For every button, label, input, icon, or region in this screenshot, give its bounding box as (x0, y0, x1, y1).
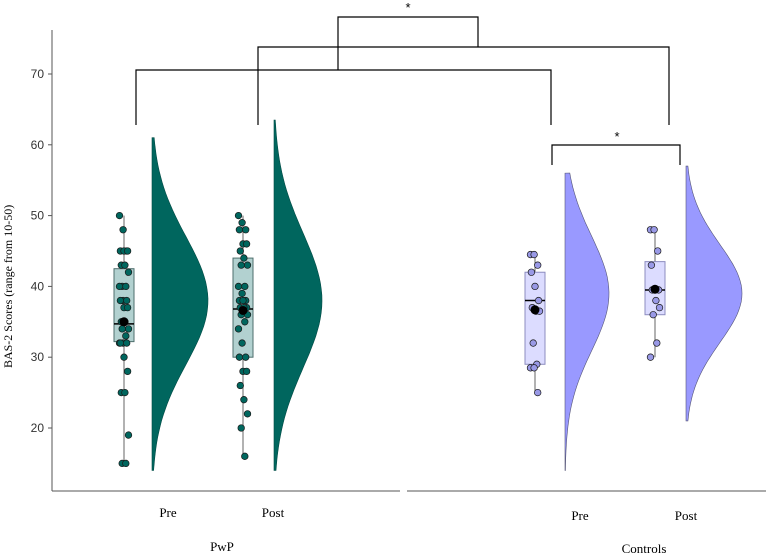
significance-brackets: ** (135, 0, 681, 165)
data-point (241, 318, 249, 326)
data-point (655, 303, 664, 312)
bracket-top (337, 16, 479, 70)
data-point (124, 325, 133, 333)
data-point (236, 247, 244, 255)
data-point (530, 364, 538, 372)
x-category-label: Post (675, 508, 698, 523)
data-point (123, 367, 132, 376)
data-point (122, 282, 130, 291)
mean-point (530, 305, 540, 315)
bracket-controls (551, 144, 681, 165)
data-point (237, 261, 245, 269)
significance-label: * (405, 0, 410, 15)
y-tick-label: 60 (31, 138, 45, 152)
y-axis-title: BAS-2 Scores (range from 10-50) (1, 205, 15, 368)
data-point (120, 353, 128, 361)
x-category-label: Pre (159, 505, 177, 520)
x-category-label: Post (262, 505, 285, 520)
labels: BAS-2 Scores (range from 10-50) Pre PostPw… (1, 205, 698, 556)
y-tick-label: 70 (31, 67, 45, 81)
data-point (654, 247, 662, 255)
data-point (119, 226, 127, 234)
data-point (235, 226, 244, 234)
group-label: Controls (622, 541, 667, 556)
data-point (241, 282, 249, 291)
data-point (123, 303, 132, 312)
data-point (534, 296, 543, 305)
data-point (234, 282, 243, 291)
data-point (534, 388, 542, 397)
mean-point (119, 317, 129, 327)
density-clouds (151, 119, 743, 471)
group-label: PwP (210, 539, 234, 554)
data-point (115, 282, 124, 291)
bracket-post (257, 46, 670, 125)
data-point (240, 254, 248, 262)
data-point (234, 325, 243, 333)
y-tick-label: 20 (31, 421, 45, 435)
density-cloud (151, 137, 209, 471)
data-point (531, 282, 539, 291)
data-point (242, 367, 251, 376)
data-point (527, 268, 536, 276)
data-point (242, 353, 250, 361)
data-point (239, 296, 247, 305)
axes: 20 30 40 50 60 70 (31, 30, 766, 492)
data-point (122, 332, 130, 340)
density-cloud (685, 165, 743, 422)
data-point (240, 396, 248, 404)
data-point (242, 240, 251, 248)
data-point (238, 289, 246, 298)
data-point (242, 226, 250, 234)
data-point (118, 325, 126, 333)
data-point (124, 268, 133, 276)
data-points (115, 211, 664, 468)
density-cloud (273, 119, 323, 471)
data-point (652, 296, 660, 305)
y-tick-label: 40 (31, 279, 45, 293)
mean-point (238, 305, 248, 315)
data-point (529, 339, 537, 347)
data-point (235, 353, 244, 361)
mean-point (650, 284, 660, 294)
data-point (534, 261, 542, 269)
data-point (243, 261, 252, 269)
data-point (653, 339, 661, 347)
data-point (238, 219, 246, 227)
data-point (115, 211, 124, 220)
data-point (122, 459, 130, 468)
significance-label: * (614, 129, 619, 144)
data-point (121, 388, 129, 397)
data-point (124, 431, 133, 439)
data-point (649, 311, 657, 319)
bracket-pre (135, 69, 552, 125)
data-point (123, 339, 131, 347)
data-point (123, 296, 131, 305)
data-point (116, 339, 125, 347)
y-tick-label: 50 (31, 209, 45, 223)
data-point (243, 410, 252, 418)
data-point (121, 261, 129, 269)
density-cloud (564, 172, 610, 471)
data-point (646, 353, 655, 361)
data-point (530, 250, 538, 259)
data-point (236, 381, 244, 390)
data-point (123, 247, 132, 255)
data-point (237, 424, 245, 432)
data-point (234, 211, 243, 220)
data-point (238, 339, 246, 347)
data-point (116, 296, 125, 305)
x-category-label: Pre (571, 508, 589, 523)
data-point (241, 452, 249, 460)
data-point (650, 226, 658, 234)
y-tick-label: 30 (31, 350, 45, 364)
data-point (647, 261, 656, 269)
